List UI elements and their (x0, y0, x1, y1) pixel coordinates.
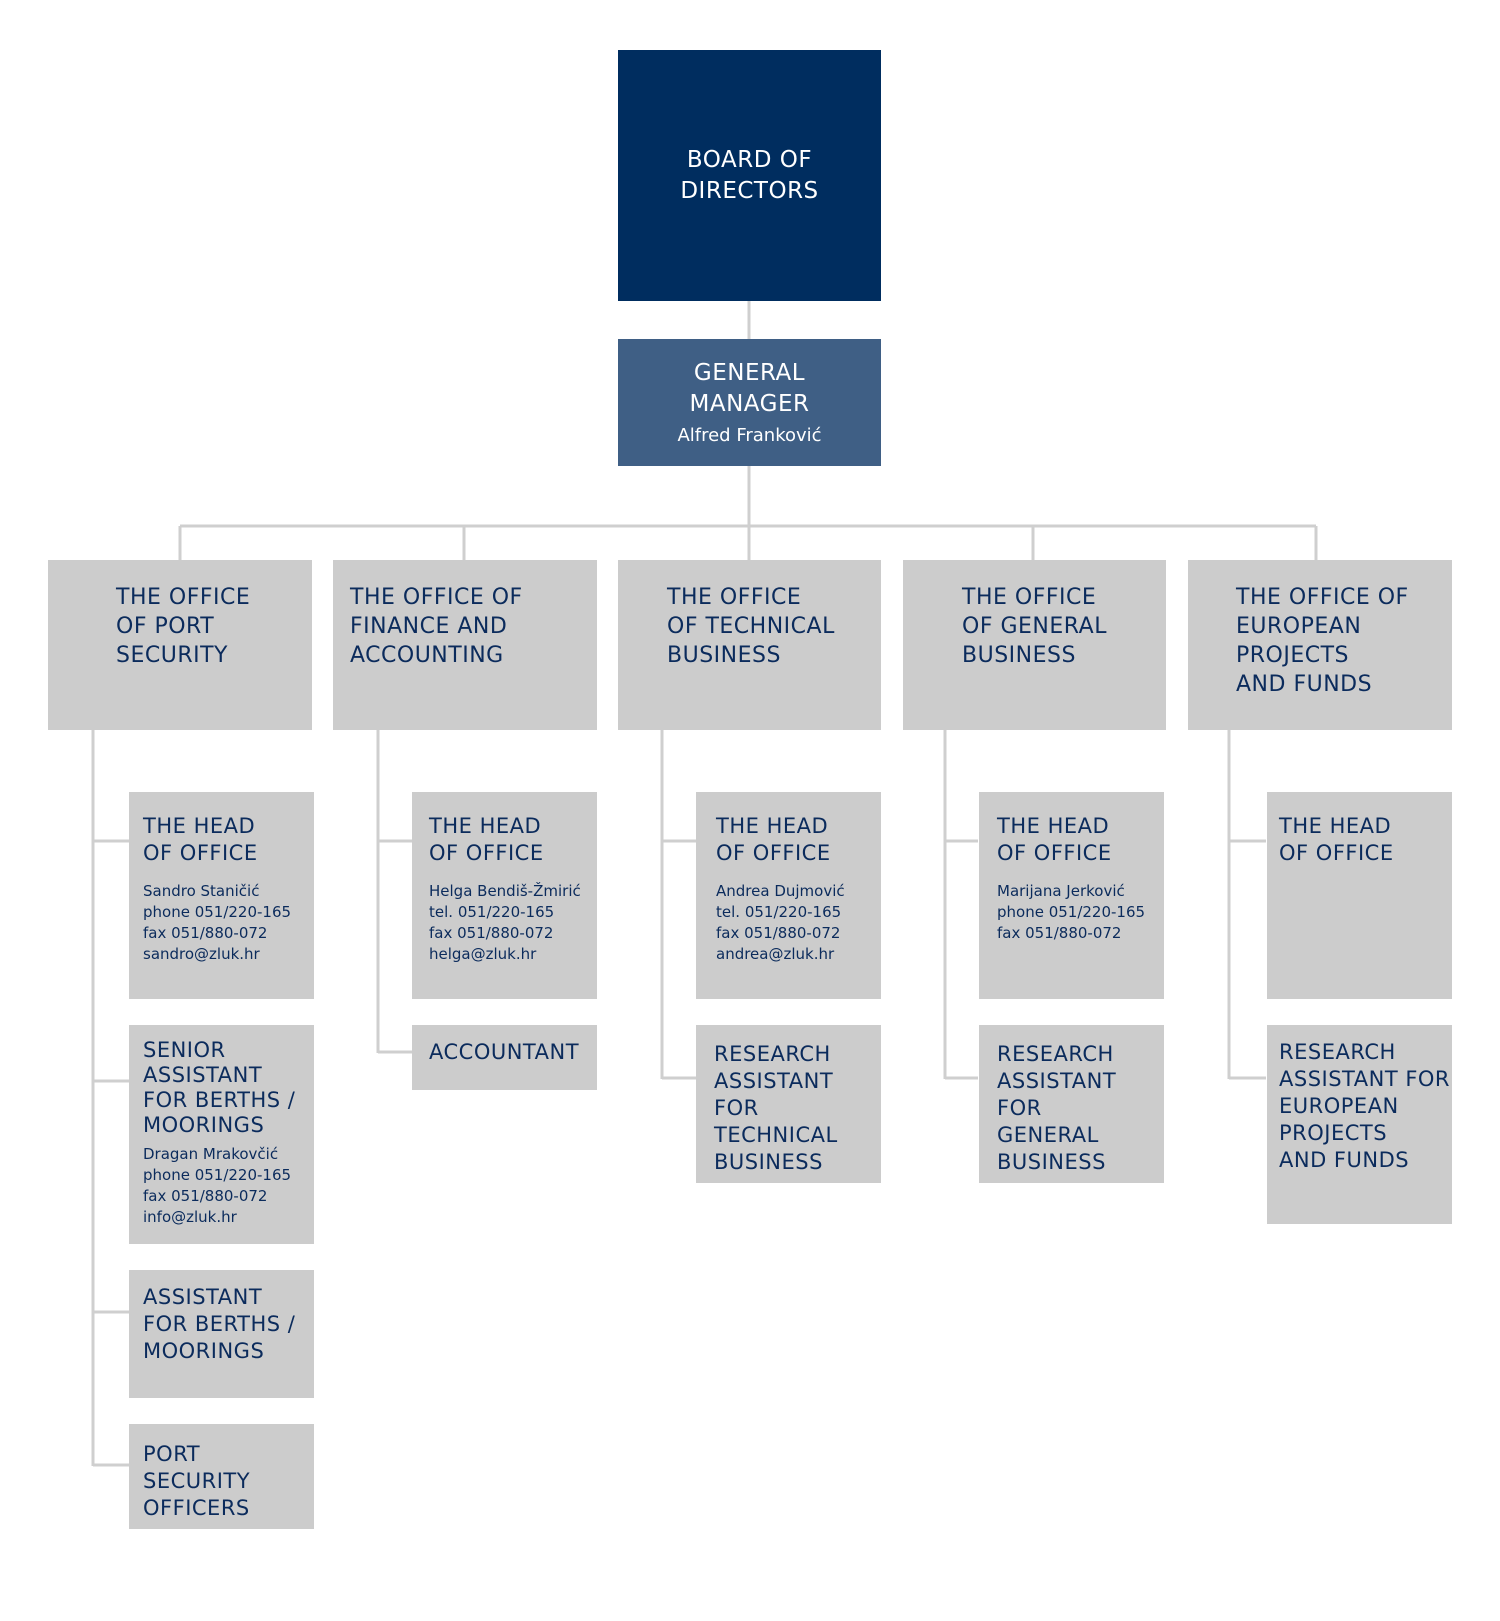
unit-research-assistant-general: RESEARCH ASSISTANT FOR GENERAL BUSINESS (979, 1025, 1164, 1183)
general-manager-box: GENERAL MANAGER Alfred Franković (618, 339, 881, 466)
office-title: THE OFFICE OF PORT SECURITY (116, 585, 251, 668)
unit-title: ACCOUNTANT (429, 1040, 580, 1064)
office-technical-business: THE OFFICE OF TECHNICAL BUSINESS (618, 560, 881, 730)
unit-title: ASSISTANT FOR BERTHS / MOORINGS (143, 1285, 296, 1363)
general-manager-title: GENERAL MANAGER (689, 359, 810, 417)
board-of-directors-box: BOARD OF DIRECTORS (618, 50, 881, 301)
unit-head-of-office: THE HEAD OF OFFICE Helga Bendiš-Žmirić t… (412, 792, 597, 999)
unit-title: RESEARCH ASSISTANT FOR EUROPEAN PROJECTS… (1279, 1040, 1451, 1172)
unit-head-of-office: THE HEAD OF OFFICE Sandro Staničić phone… (129, 792, 314, 999)
office-port-security: THE OFFICE OF PORT SECURITY (48, 560, 312, 730)
unit-research-assistant-technical: RESEARCH ASSISTANT FOR TECHNICAL BUSINES… (696, 1025, 881, 1183)
office-finance-accounting: THE OFFICE OF FINANCE AND ACCOUNTING (333, 560, 597, 730)
office-general-business: THE OFFICE OF GENERAL BUSINESS (903, 560, 1166, 730)
unit-senior-assistant-berths: SENIOR ASSISTANT FOR BERTHS / MOORINGS D… (129, 1025, 314, 1244)
unit-contact-details: Marijana Jerković phone 051/220-165 fax … (997, 882, 1146, 942)
unit-head-of-office: THE HEAD OF OFFICE Andrea Dujmović tel. … (696, 792, 881, 999)
general-manager-name: Alfred Franković (677, 424, 822, 446)
unit-accountant: ACCOUNTANT (412, 1025, 597, 1090)
unit-title: THE HEAD OF OFFICE (143, 814, 258, 865)
office-title: THE OFFICE OF FINANCE AND ACCOUNTING (350, 585, 523, 668)
unit-contact-details: Helga Bendiš-Žmirić tel. 051/220-165 fax… (429, 882, 581, 963)
unit-title: THE HEAD OF OFFICE (716, 814, 831, 865)
unit-contact-details: Dragan Mrakovčić phone 051/220-165 fax 0… (143, 1145, 292, 1226)
unit-head-of-office: THE HEAD OF OFFICE (1267, 792, 1452, 999)
unit-research-assistant-european: RESEARCH ASSISTANT FOR EUROPEAN PROJECTS… (1267, 1025, 1452, 1224)
unit-title: RESEARCH ASSISTANT FOR GENERAL BUSINESS (997, 1042, 1117, 1174)
unit-contact-details: Andrea Dujmović tel. 051/220-165 fax 051… (716, 882, 845, 963)
office-european-projects: THE OFFICE OF EUROPEAN PROJECTS AND FUND… (1188, 560, 1452, 730)
office-title: THE OFFICE OF EUROPEAN PROJECTS AND FUND… (1236, 585, 1409, 697)
unit-head-of-office: THE HEAD OF OFFICE Marijana Jerković pho… (979, 792, 1164, 999)
unit-title: SENIOR ASSISTANT FOR BERTHS / MOORINGS (143, 1038, 296, 1137)
unit-assistant-berths: ASSISTANT FOR BERTHS / MOORINGS (129, 1270, 314, 1398)
unit-title: THE HEAD OF OFFICE (997, 814, 1112, 865)
unit-title: PORT SECURITY OFFICERS (143, 1442, 251, 1520)
unit-port-security-officers: PORT SECURITY OFFICERS (129, 1424, 314, 1529)
unit-contact-details: Sandro Staničić phone 051/220-165 fax 05… (143, 882, 292, 963)
office-title: THE OFFICE OF TECHNICAL BUSINESS (667, 585, 835, 668)
unit-title: RESEARCH ASSISTANT FOR TECHNICAL BUSINES… (714, 1042, 838, 1174)
board-title: BOARD OF DIRECTORS (680, 146, 819, 204)
unit-title: THE HEAD OF OFFICE (429, 814, 544, 865)
office-title: THE OFFICE OF GENERAL BUSINESS (962, 585, 1107, 668)
unit-title: THE HEAD OF OFFICE (1279, 814, 1394, 865)
